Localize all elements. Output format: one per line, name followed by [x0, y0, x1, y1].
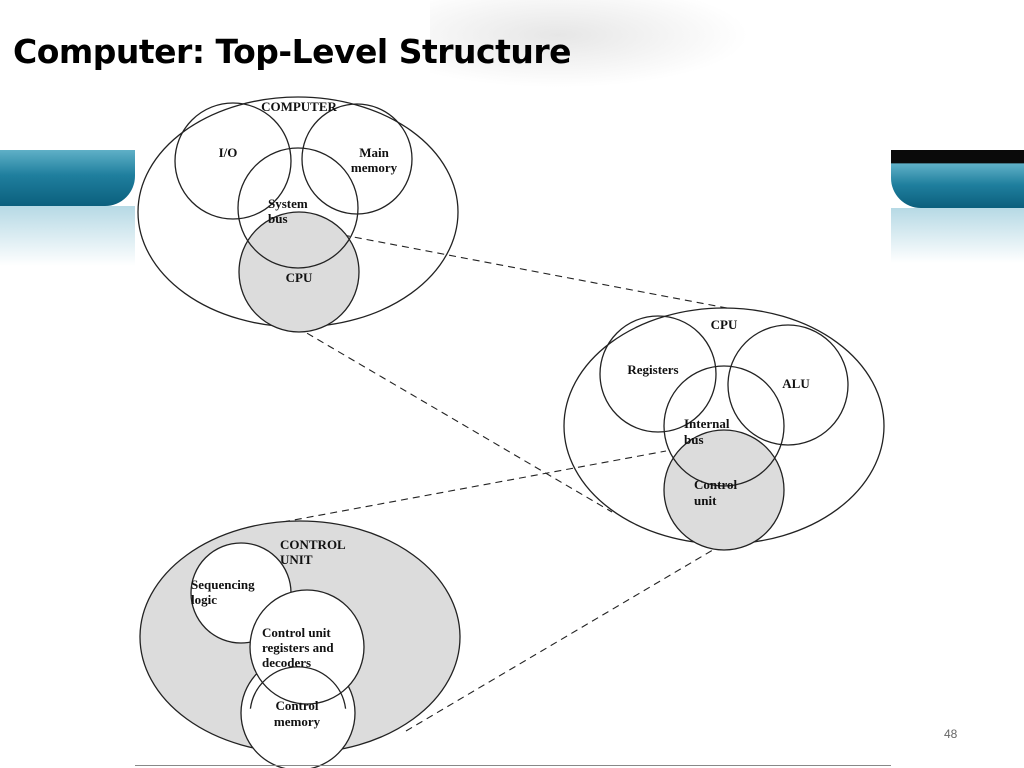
- system-bus-label-1: System: [268, 196, 308, 211]
- internal-bus-label-1: Internal: [684, 416, 730, 431]
- alu-label: ALU: [782, 376, 810, 391]
- cu-registers-decoders-circle: [249, 589, 365, 705]
- alu-circle: [727, 324, 849, 446]
- internal-bus-circle: [663, 365, 785, 487]
- header-background-image: [430, 0, 750, 88]
- control-unit-label-1: Control: [694, 477, 737, 492]
- computer-label: COMPUTER: [261, 99, 337, 114]
- sequencing-logic-label-2: logic: [191, 592, 217, 607]
- control-unit-group-label-2: UNIT: [280, 552, 313, 567]
- zoom-line-cpu-top: [342, 234, 733, 310]
- internal-bus-label-2: bus: [684, 432, 704, 447]
- io-circle: [174, 102, 292, 220]
- cu-registers-decoders-label-1: Control unit: [262, 625, 331, 640]
- computer-group: COMPUTER I/O Main memory System bus CPU: [137, 96, 459, 333]
- page-number: 48: [944, 727, 958, 741]
- control-unit-group: CONTROL UNIT Sequencing logic Control un…: [139, 520, 461, 768]
- bottom-rule: [135, 765, 891, 766]
- control-memory-label-1: Control: [275, 698, 318, 713]
- decorative-band-left: [0, 150, 135, 206]
- zoom-line-cpu-bottom: [275, 314, 613, 513]
- cu-registers-decoders-label-2: registers and: [262, 640, 334, 655]
- cpu-label: CPU: [286, 270, 313, 285]
- zoom-line-control-bottom: [405, 530, 746, 732]
- registers-label: Registers: [627, 362, 678, 377]
- control-unit-label-2: unit: [694, 493, 717, 508]
- system-bus-circle: [237, 147, 359, 269]
- control-memory-arc: [249, 666, 347, 709]
- io-label: I/O: [219, 145, 238, 160]
- control-memory-label-2: memory: [274, 714, 321, 729]
- sequencing-logic-label-1: Sequencing: [191, 577, 255, 592]
- main-memory-label-2: memory: [351, 160, 398, 175]
- decorative-band-right-reflection: [891, 208, 1024, 263]
- cpu-group: CPU Registers ALU Internal bus Control u…: [563, 307, 885, 551]
- main-memory-circle: [301, 103, 413, 215]
- control-unit-group-label-1: CONTROL: [280, 537, 346, 552]
- decorative-band-right: [891, 150, 1024, 208]
- slide-title: Computer: Top-Level Structure: [13, 32, 572, 71]
- system-bus-label-2: bus: [268, 211, 288, 226]
- zoom-line-control-top: [282, 450, 667, 523]
- cu-registers-decoders-label-3: decoders: [262, 655, 311, 670]
- registers-circle: [599, 315, 717, 433]
- control-unit-circle: [663, 429, 785, 551]
- main-memory-label-1: Main: [359, 145, 389, 160]
- cpu-group-label: CPU: [711, 317, 738, 332]
- cpu-circle: [238, 211, 360, 333]
- decorative-band-left-reflection: [0, 206, 135, 266]
